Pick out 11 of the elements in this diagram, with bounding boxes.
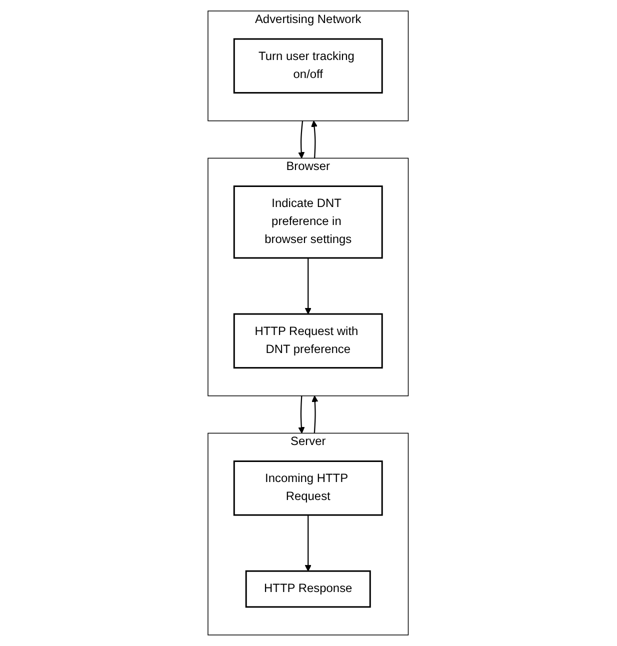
arrow [305,515,312,572]
node-box: HTTP Response [246,570,372,608]
arrow [311,120,318,158]
arrow [298,396,306,434]
node-box: Incoming HTTP Request [234,460,384,516]
arrow [305,258,312,314]
node-box: Indicate DNT preference in browser settings [234,185,384,259]
node-box: HTTP Request with DNT preference [234,313,384,369]
arrow [312,396,319,434]
node-box: Turn user tracking on/off [234,38,384,94]
arrow [298,120,305,158]
